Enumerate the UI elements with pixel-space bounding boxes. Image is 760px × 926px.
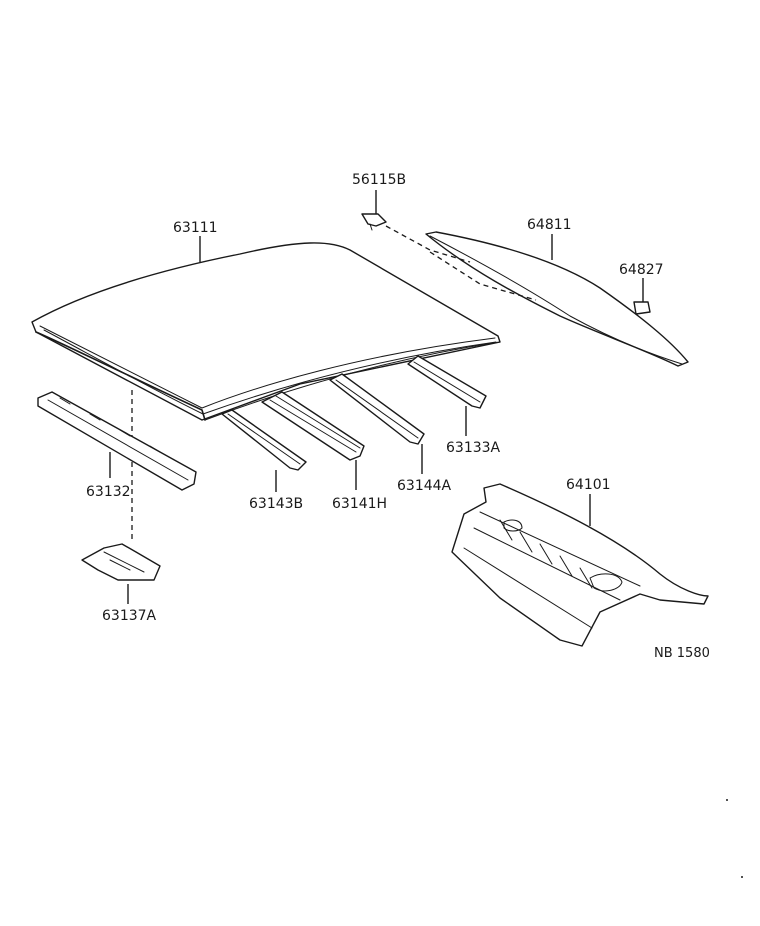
label-63111: 63111 [173,220,218,236]
label-63141H: 63141H [332,496,387,512]
label-56115B: 56115B [352,172,406,188]
roof-bow-center [261,391,365,461]
label-64811: 64811 [527,217,572,233]
label-64101: 64101 [566,477,611,493]
alignment-dashes [131,225,537,540]
diagram-reference-code: NB 1580 [654,646,710,661]
roof-bow-rear [329,373,425,445]
roof-panel [31,242,501,421]
header-bracket [81,543,161,581]
glass-spacer-part [633,301,651,315]
front-header-panel [37,391,197,491]
scan-specks [726,799,743,878]
leader-lines [109,190,644,604]
label-63144A: 63144A [397,478,452,494]
roof-bow-front [221,409,307,471]
clip-part [361,213,387,231]
label-63137A: 63137A [102,608,157,624]
rear-header-panel [407,355,487,409]
callout-labels: 63111 56115B 64811 64827 63132 63137A 63… [86,172,710,661]
label-63133A: 63133A [446,440,501,456]
label-63132: 63132 [86,484,131,500]
label-63143B: 63143B [249,496,303,512]
package-tray-panel [451,483,709,647]
label-64827: 64827 [619,262,664,278]
